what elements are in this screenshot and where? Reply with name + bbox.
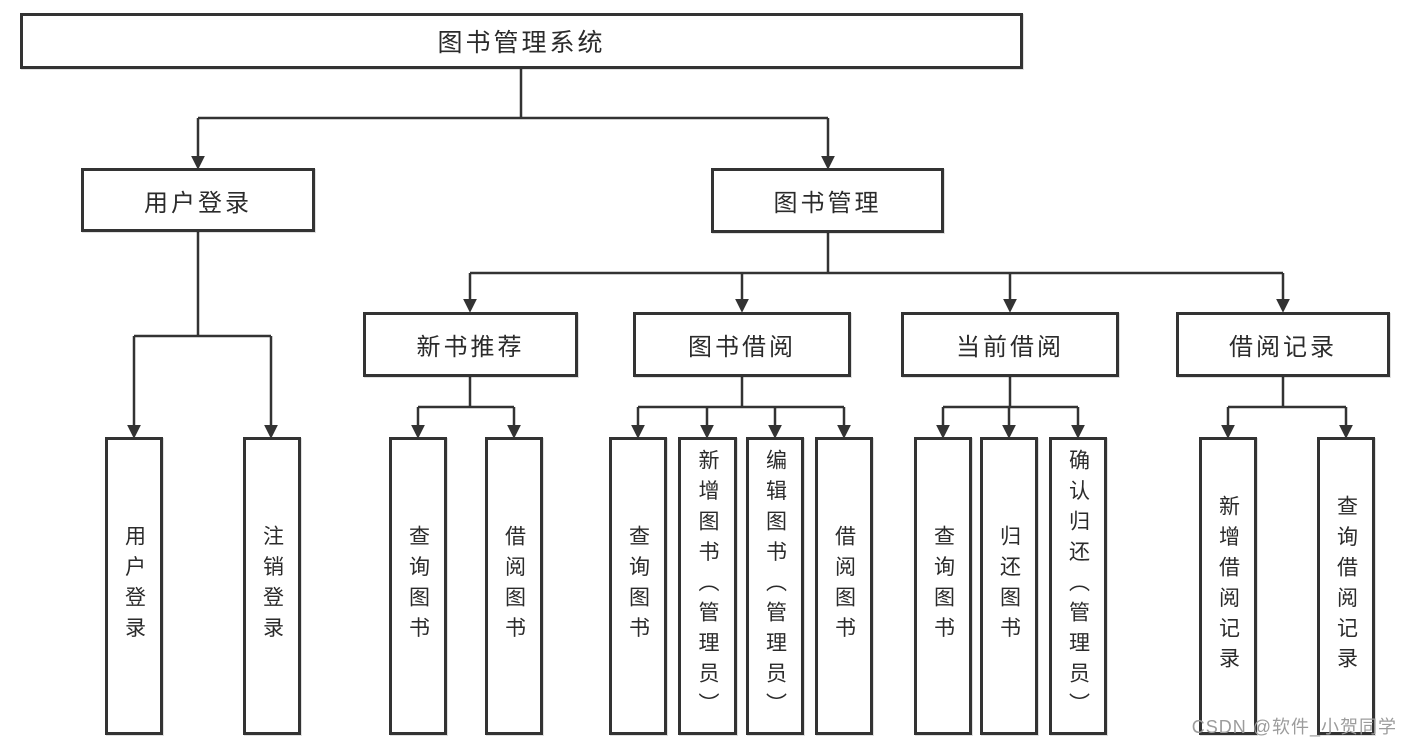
leaf-label: 查询图书 [406,525,430,647]
leaf-label: 查询借阅记录 [1334,494,1358,678]
node-book-management: 图书管理 [711,168,944,233]
node-library-management-system: 图书管理系统 [20,13,1023,69]
leaf-user-login: 用户登录 [105,437,163,735]
leaf-add-borrow-record: 新增借阅记录 [1199,437,1257,735]
node-borrow-records: 借阅记录 [1176,312,1390,377]
node-user-login: 用户登录 [81,168,315,232]
leaf-label: 归还图书 [997,525,1021,647]
leaf-borrow-books: 借阅图书 [815,437,873,735]
leaf-add-books-admin: 新增图书（管理员） [678,437,737,735]
node-label: 用户登录 [144,189,252,217]
leaf-query-books-current: 查询图书 [914,437,972,735]
leaf-query-books-borrow: 查询图书 [609,437,667,735]
leaf-edit-books-admin: 编辑图书（管理员） [746,437,804,735]
leaf-label: 借阅图书 [502,525,526,647]
leaf-label: 编辑图书（管理员） [763,448,787,724]
node-label: 借阅记录 [1229,334,1337,361]
node-label: 当前借阅 [956,334,1064,361]
leaf-return-books: 归还图书 [980,437,1038,735]
node-label: 新书推荐 [416,334,525,361]
node-label: 图书管理系统 [437,29,606,57]
leaf-label: 用户登录 [122,525,146,647]
node-label: 图书管理 [773,190,882,217]
leaf-label: 注销登录 [260,525,284,647]
node-new-book-recommend: 新书推荐 [363,312,578,377]
leaf-label: 新增图书（管理员） [696,448,719,724]
leaf-label: 查询图书 [626,525,650,647]
leaf-borrow-books-recommend: 借阅图书 [485,437,543,735]
node-book-borrow: 图书借阅 [633,312,851,377]
leaf-label: 确认归还（管理员） [1066,448,1090,724]
leaf-label: 新增借阅记录 [1216,494,1240,678]
leaf-label: 查询图书 [931,525,955,647]
leaf-label: 借阅图书 [832,525,856,647]
node-label: 图书借阅 [688,334,796,361]
csdn-watermark: CSDN @软件_小贺同学 [1191,717,1397,737]
leaf-logout: 注销登录 [243,437,301,735]
leaf-query-books-recommend: 查询图书 [389,437,447,735]
leaf-query-borrow-record: 查询借阅记录 [1317,437,1375,735]
leaf-confirm-return-admin: 确认归还（管理员） [1049,437,1107,735]
node-current-borrow: 当前借阅 [901,312,1119,377]
